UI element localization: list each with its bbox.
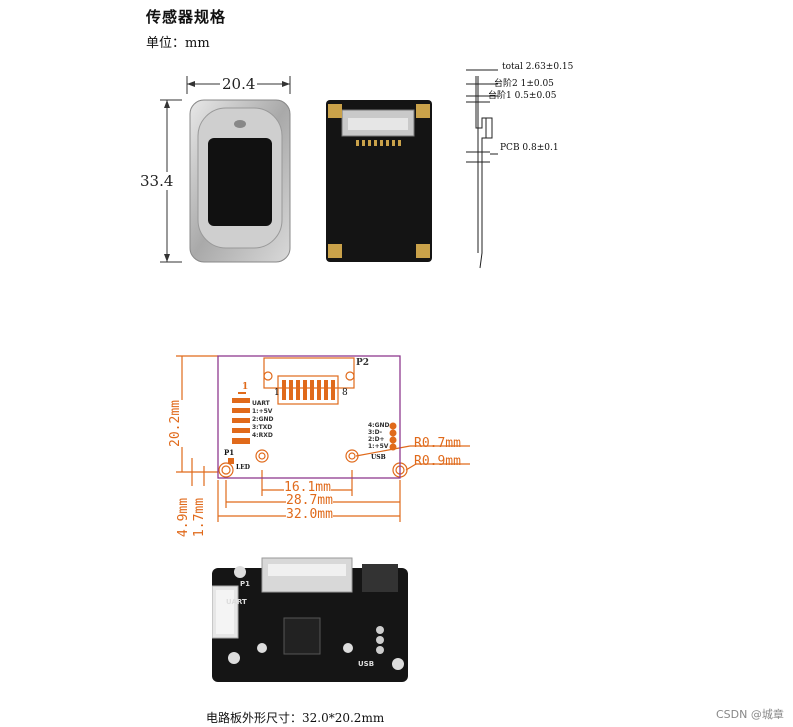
uart-line: UART xyxy=(252,400,270,407)
photo-usb-label: USB xyxy=(358,660,375,668)
usb-line: 4:GND xyxy=(368,422,390,429)
unit-line: 单位：mm xyxy=(146,36,210,51)
footer-credit: CSDN @城章 xyxy=(716,708,784,721)
sensor-photo xyxy=(160,76,291,263)
pin-last-label: 8 xyxy=(342,388,348,398)
pin-first-label: 1 xyxy=(274,388,280,398)
uart-line: 1:+5V xyxy=(252,408,273,415)
photo-uart-label: UART xyxy=(226,598,247,606)
r-small-label: R0.7mm xyxy=(414,436,461,451)
side-step2-label: 台阶2 1±0.05 xyxy=(494,79,554,89)
side-step1-label: 台阶1 0.5±0.05 xyxy=(488,91,557,101)
usb-pin-list: 4:GND 3:D- 2:D+ 1:+5V xyxy=(368,422,390,450)
r-large-label: R0.9mm xyxy=(414,454,461,469)
usb-line: 1:+5V xyxy=(368,443,389,450)
pin-mark-label: 1 xyxy=(242,382,249,392)
board-photo: UART P1 USB xyxy=(211,554,408,682)
sensor-figure: 20.4 33.4 xyxy=(140,66,310,272)
uart-line: 3:TXD xyxy=(252,424,273,431)
usb-label: USB xyxy=(371,454,386,461)
p1-label: P1 xyxy=(224,448,235,457)
usb-line: 2:D+ xyxy=(368,436,385,443)
p2-label: P2 xyxy=(356,358,370,368)
side-pcb-label: PCB 0.8±0.1 xyxy=(500,143,559,153)
side-total-label: total 2.63±0.15 xyxy=(502,62,574,72)
uart-line: 2:GND xyxy=(252,416,274,423)
uart-pin-list: UART 1:+5V 2:GND 3:TXD 4:RXD xyxy=(252,400,274,440)
dim-287-label: 28.7mm xyxy=(286,493,333,508)
sensor-width-label: 20.4 xyxy=(220,75,258,93)
photo-p1-label: P1 xyxy=(240,580,251,588)
dim-49-label: 4.9mm xyxy=(176,497,192,538)
led-label: LED xyxy=(236,464,250,471)
usb-line: 3:D- xyxy=(368,429,383,436)
sensor-height-label: 33.4 xyxy=(140,172,174,190)
sensor-back-photo xyxy=(326,100,432,262)
dim-161-label: 16.1mm xyxy=(284,480,331,495)
uart-line: 4:RXD xyxy=(252,432,273,439)
page-title: 传感器规格 xyxy=(146,8,227,26)
board-caption: 电路板外形尺寸：32.0*20.2mm xyxy=(206,711,385,725)
dim-17-label: 1.7mm xyxy=(192,497,208,538)
board-drawing: P2 1 8 1 UART 1:+5V 2:GND 3:TXD 4:RXD 4:… xyxy=(167,350,480,540)
dim-202-label: 20.2mm xyxy=(167,400,183,447)
side-view-drawing: total 2.63±0.15 台阶2 1±0.05 台阶1 0.5±0.05 … xyxy=(448,58,618,272)
dim-320-label: 32.0mm xyxy=(286,507,333,522)
